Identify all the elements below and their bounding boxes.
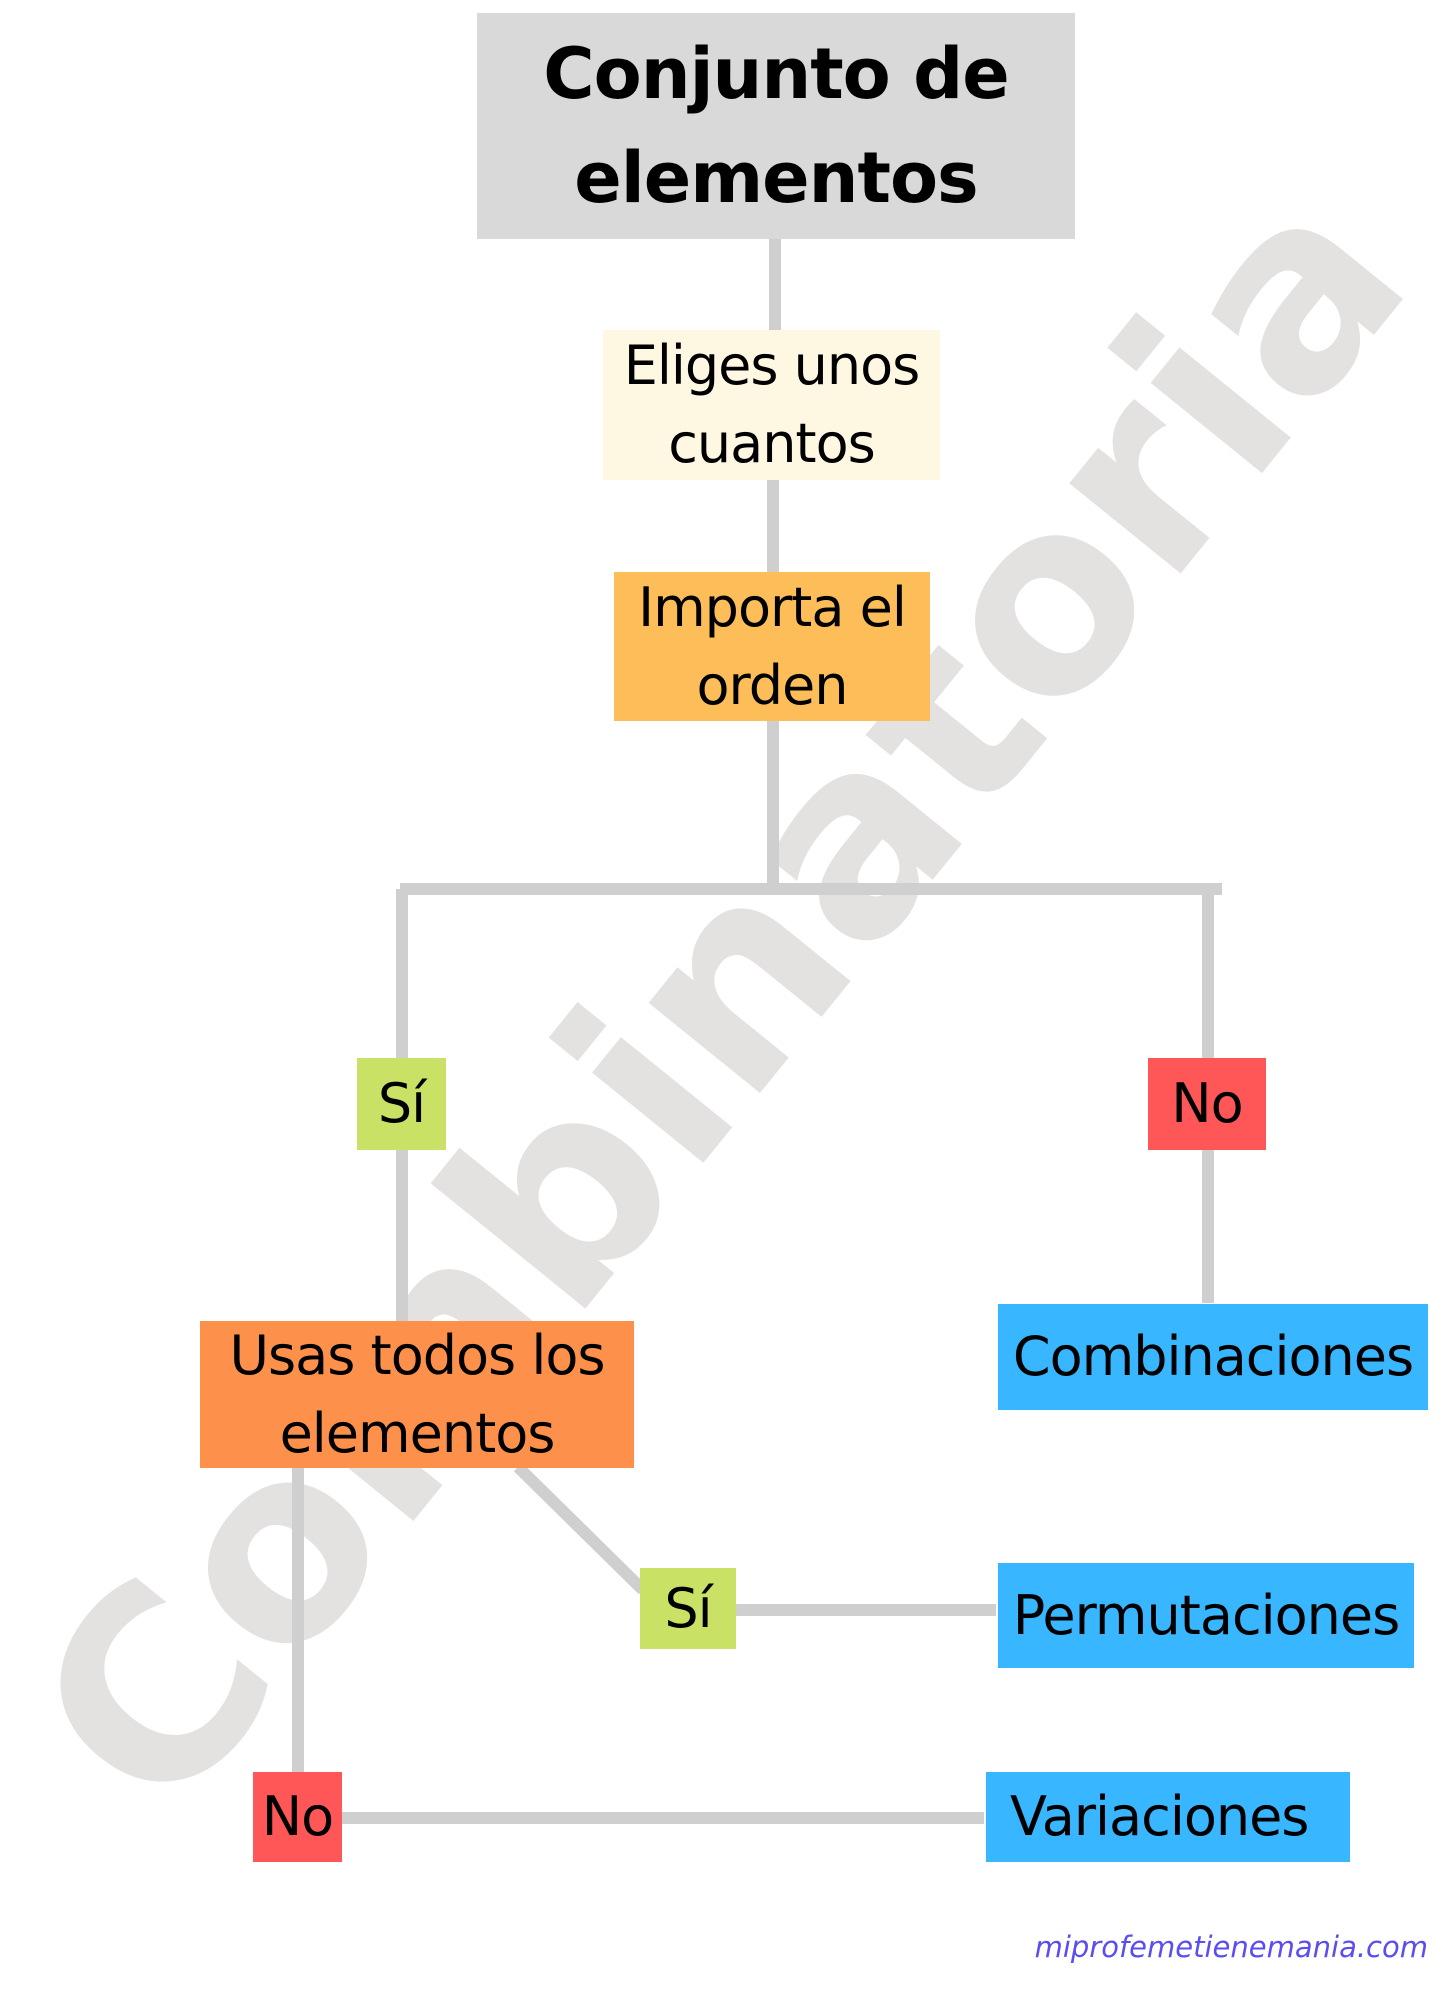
node-all: Usas todos los elementos — [200, 1321, 634, 1468]
node-variations: Variaciones — [986, 1772, 1350, 1862]
node-order-no: No — [1148, 1058, 1266, 1150]
node-permutations: Permutaciones — [998, 1563, 1414, 1668]
node-order-yes: Sí — [357, 1058, 446, 1150]
node-choose: Eliges unos cuantos — [603, 330, 940, 480]
connector-all-yes — [513, 1462, 648, 1595]
node-all-yes: Sí — [640, 1568, 736, 1649]
node-order: Importa el orden — [614, 572, 930, 721]
node-combinations: Combinaciones — [998, 1304, 1428, 1410]
node-all-no: No — [253, 1772, 342, 1862]
footer-site-link[interactable]: miprofemetienemania.com — [1034, 1930, 1428, 1964]
node-root: Conjunto de elementos — [477, 13, 1075, 239]
